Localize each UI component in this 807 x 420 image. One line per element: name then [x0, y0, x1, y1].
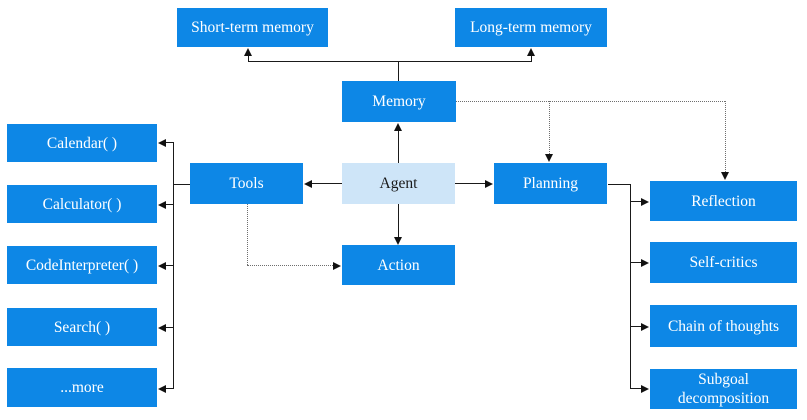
node-chain-of-thoughts: Chain of thoughts — [650, 305, 797, 347]
tools-bus-line — [173, 142, 175, 389]
edge-memory-split-line — [248, 61, 532, 63]
planning-bus-line — [630, 184, 632, 389]
node-agent: Agent — [342, 163, 455, 204]
dotted-tools-down-line — [247, 204, 248, 265]
edge-tools-more-line — [165, 388, 173, 390]
edge-tools-bus-stub — [173, 184, 190, 186]
node-long-term-memory: Long-term memory — [455, 8, 607, 47]
edge-tools-calendar-line — [165, 142, 173, 144]
node-memory: Memory — [342, 81, 456, 122]
arrowhead-dotted-planning — [545, 154, 553, 162]
node-planning: Planning — [494, 163, 607, 204]
arrowhead-code-interpreter — [158, 262, 166, 270]
edge-agent-planning-line — [455, 183, 486, 185]
arrowhead-search — [158, 324, 166, 332]
edge-memory-long-term-line — [531, 54, 533, 62]
node-self-critics: Self-critics — [650, 242, 797, 283]
arrowhead-more — [158, 385, 166, 393]
edge-agent-tools-line — [311, 183, 342, 185]
arrowhead-reflection — [641, 198, 649, 206]
arrowhead-short-term — [244, 48, 252, 56]
edge-memory-up-line — [398, 61, 400, 81]
arrowhead-tools — [304, 180, 312, 188]
edge-tools-search-line — [165, 327, 173, 329]
arrowhead-memory — [394, 123, 402, 131]
edge-tools-code-interpreter-line — [165, 265, 173, 267]
edge-planning-bus-stub — [608, 184, 630, 186]
arrowhead-action — [394, 237, 402, 245]
edge-planning-self-critics-line — [630, 262, 642, 264]
node-action: Action — [342, 245, 455, 285]
dotted-memory-planning-line — [549, 101, 550, 154]
arrowhead-long-term — [527, 48, 535, 56]
edge-agent-memory-line — [398, 130, 400, 163]
node-subgoal-decomposition: Subgoal decomposition — [650, 369, 797, 409]
node-calendar: Calendar( ) — [7, 124, 157, 162]
node-more: ...more — [7, 368, 157, 407]
arrowhead-calculator — [158, 201, 166, 209]
edge-planning-chain-line — [630, 326, 642, 328]
arrowhead-calendar — [158, 139, 166, 147]
node-calculator: Calculator( ) — [7, 185, 157, 223]
node-code-interpreter: CodeInterpreter( ) — [7, 246, 157, 284]
arrowhead-chain-of-thoughts — [641, 323, 649, 331]
dotted-tools-action-line — [247, 265, 333, 266]
dotted-memory-reflection-line — [725, 101, 726, 172]
edge-agent-action-line — [398, 204, 400, 237]
edge-memory-short-term-line — [248, 54, 250, 62]
node-search: Search( ) — [7, 308, 157, 346]
node-reflection: Reflection — [650, 181, 797, 221]
arrowhead-self-critics — [641, 259, 649, 267]
arrowhead-subgoal-decomposition — [641, 385, 649, 393]
edge-planning-subgoal-line — [630, 388, 642, 390]
arrowhead-planning — [485, 180, 493, 188]
edge-planning-reflection-line — [630, 201, 642, 203]
arrowhead-dotted-reflection — [721, 172, 729, 180]
node-tools: Tools — [190, 163, 303, 204]
dotted-memory-out-line — [456, 101, 725, 102]
edge-tools-calculator-line — [165, 204, 173, 206]
arrowhead-dotted-action — [333, 262, 341, 270]
node-short-term-memory: Short-term memory — [177, 8, 328, 47]
